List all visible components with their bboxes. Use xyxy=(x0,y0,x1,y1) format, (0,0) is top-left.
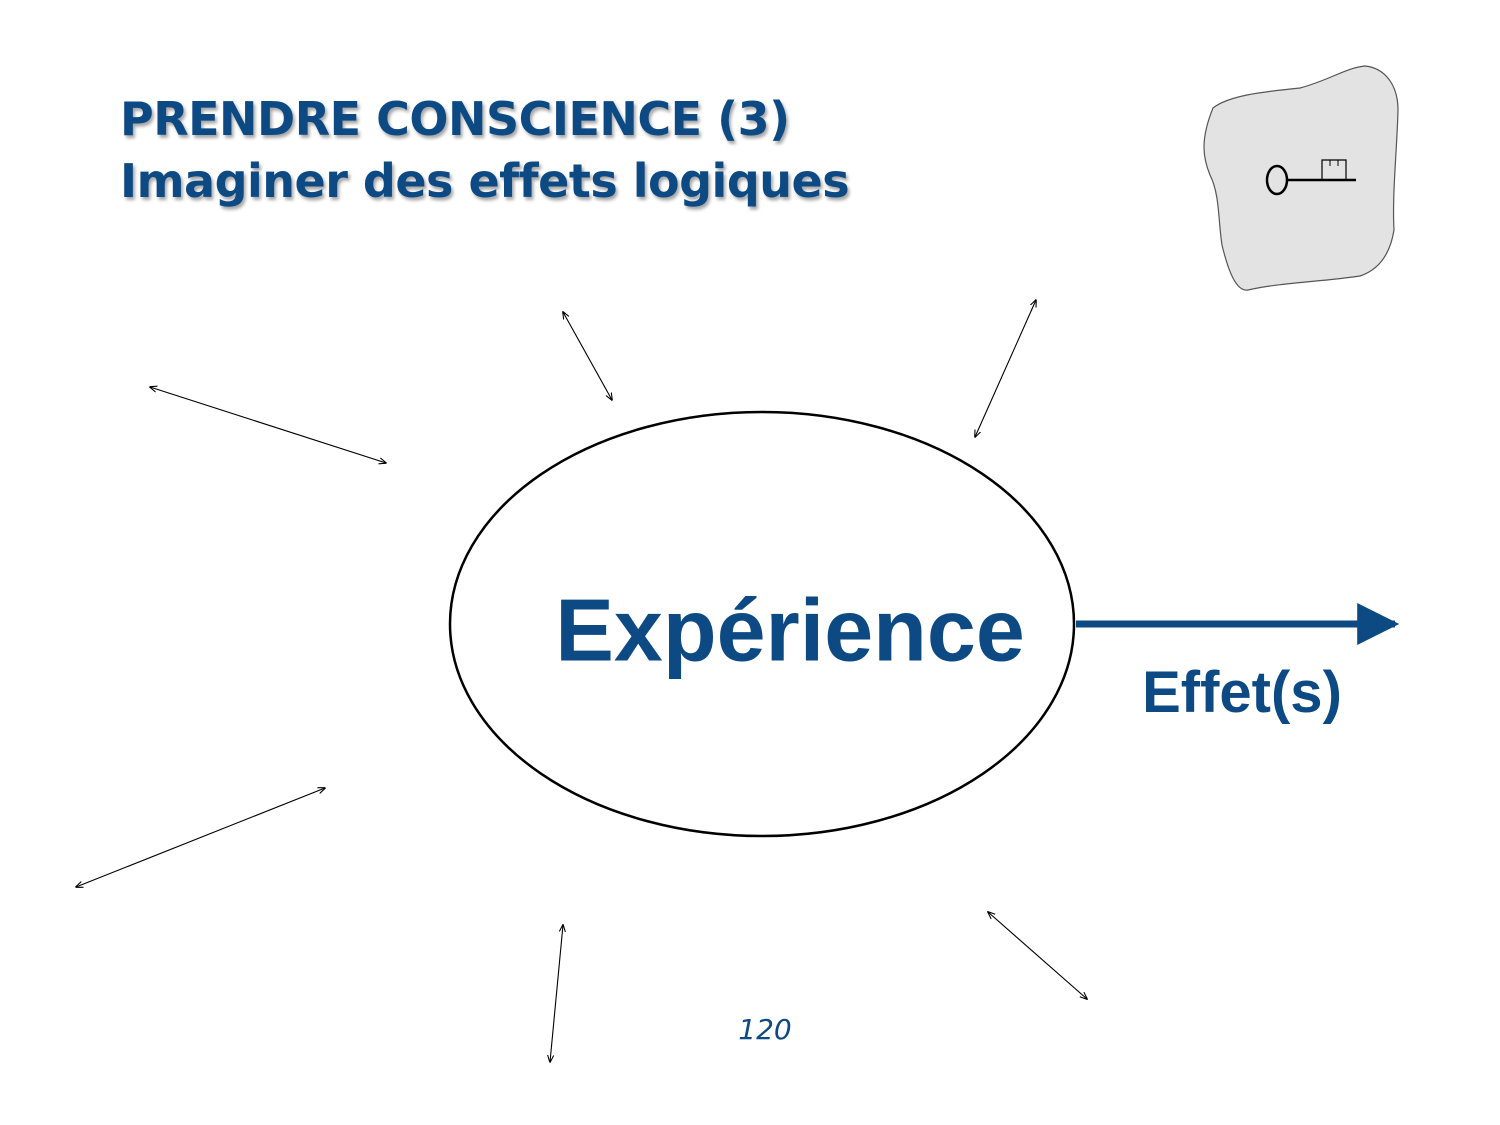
arrow-top-left xyxy=(150,387,386,463)
arrow-bottom-right xyxy=(988,912,1087,999)
torn-paper-shape xyxy=(1203,65,1399,291)
input-arrows xyxy=(76,300,1087,1062)
title-line-2: Imaginer des effets logiques xyxy=(120,154,850,208)
key-card xyxy=(1203,65,1399,291)
effect-label: Effet(s) xyxy=(1142,660,1342,725)
arrow-bottom xyxy=(550,925,563,1062)
experience-ellipse xyxy=(448,410,1076,838)
arrow-top xyxy=(563,312,612,400)
slide-title: PRENDRE CONSCIENCE (3) Imaginer des effe… xyxy=(120,88,850,212)
key-icon xyxy=(1265,159,1356,196)
center-label: Expérience xyxy=(555,580,1025,679)
arrow-top-right xyxy=(975,300,1036,437)
page-number: 120 xyxy=(738,1013,792,1046)
title-line-1: PRENDRE CONSCIENCE (3) xyxy=(120,92,790,146)
arrow-bottom-left xyxy=(76,788,325,887)
